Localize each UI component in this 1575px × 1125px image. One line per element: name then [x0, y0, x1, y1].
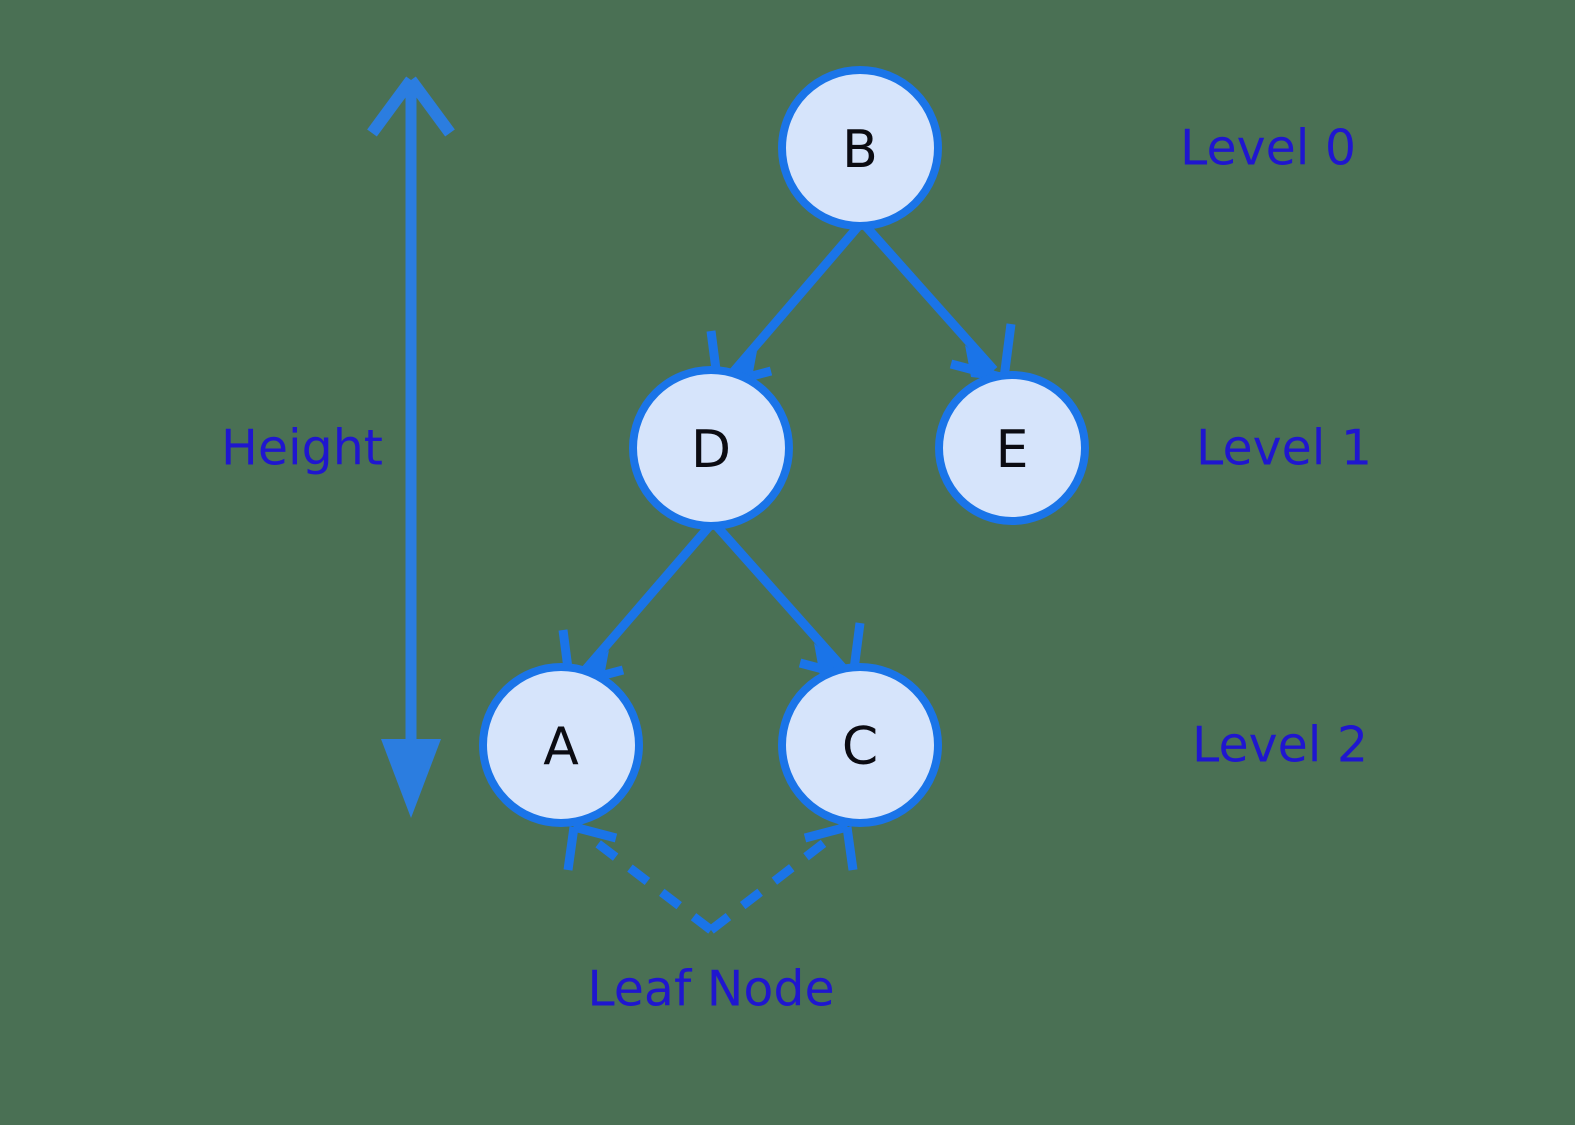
level-2-label: Level 2 — [1192, 717, 1368, 774]
leaf-node-caption: Leaf Node — [587, 961, 834, 1018]
height-arrow-head-top-right — [406, 76, 455, 137]
tree-node-e-circle[interactable] — [935, 371, 1089, 525]
tree-node-b-circle[interactable] — [778, 66, 942, 230]
annotations-group: Height Level 0 Level 1 Level 2 Leaf Node — [221, 120, 1372, 1018]
edge-b-to-e — [858, 219, 1016, 383]
edge-d-to-c — [709, 519, 865, 682]
level-1-label: Level 1 — [1196, 420, 1372, 477]
height-label: Height — [221, 420, 383, 477]
tree-node-c[interactable]: C — [778, 663, 942, 827]
leaf-pointer-to-a-line — [585, 832, 714, 934]
leaf-pointer-to-a-barb-right — [572, 822, 618, 843]
tree-node-c-label: C — [842, 717, 878, 777]
edge-b-to-d — [706, 219, 866, 390]
edge-d-to-a-line — [576, 519, 717, 679]
height-arrow-head-bottom — [381, 739, 441, 818]
tree-node-b[interactable]: B — [778, 66, 942, 230]
leaf-pointer-to-a-barb-left — [563, 826, 579, 871]
tree-node-d[interactable]: D — [629, 366, 793, 530]
edge-d-to-a — [558, 519, 717, 689]
leaf-pointer-to-c-barb-left — [803, 822, 849, 843]
tree-node-a-label: A — [543, 717, 579, 777]
leaf-pointer-to-c-barb-right — [842, 826, 858, 871]
edge-b-to-e-barb-right — [999, 323, 1016, 379]
tree-node-d-label: D — [691, 420, 731, 480]
tree-node-e-label: E — [996, 420, 1029, 480]
leaf-pointer-to-c-line — [708, 832, 836, 934]
nodes-group: B D E A C — [479, 66, 1089, 827]
edge-d-to-c-line — [709, 519, 847, 671]
edge-b-to-d-line — [724, 219, 866, 381]
tree-node-a[interactable]: A — [479, 663, 643, 827]
height-arrow-head-top-left — [367, 76, 416, 137]
tree-node-a-circle[interactable] — [479, 663, 643, 827]
edge-b-to-e-line — [858, 219, 998, 373]
tree-node-c-circle[interactable] — [778, 663, 942, 827]
tree-node-d-circle[interactable] — [629, 366, 793, 530]
tree-node-e[interactable]: E — [935, 371, 1089, 525]
level-0-label: Level 0 — [1180, 120, 1356, 177]
height-arrow — [367, 76, 455, 818]
leaf-node-pointers-group — [563, 816, 858, 934]
tree-node-b-label: B — [842, 120, 878, 180]
